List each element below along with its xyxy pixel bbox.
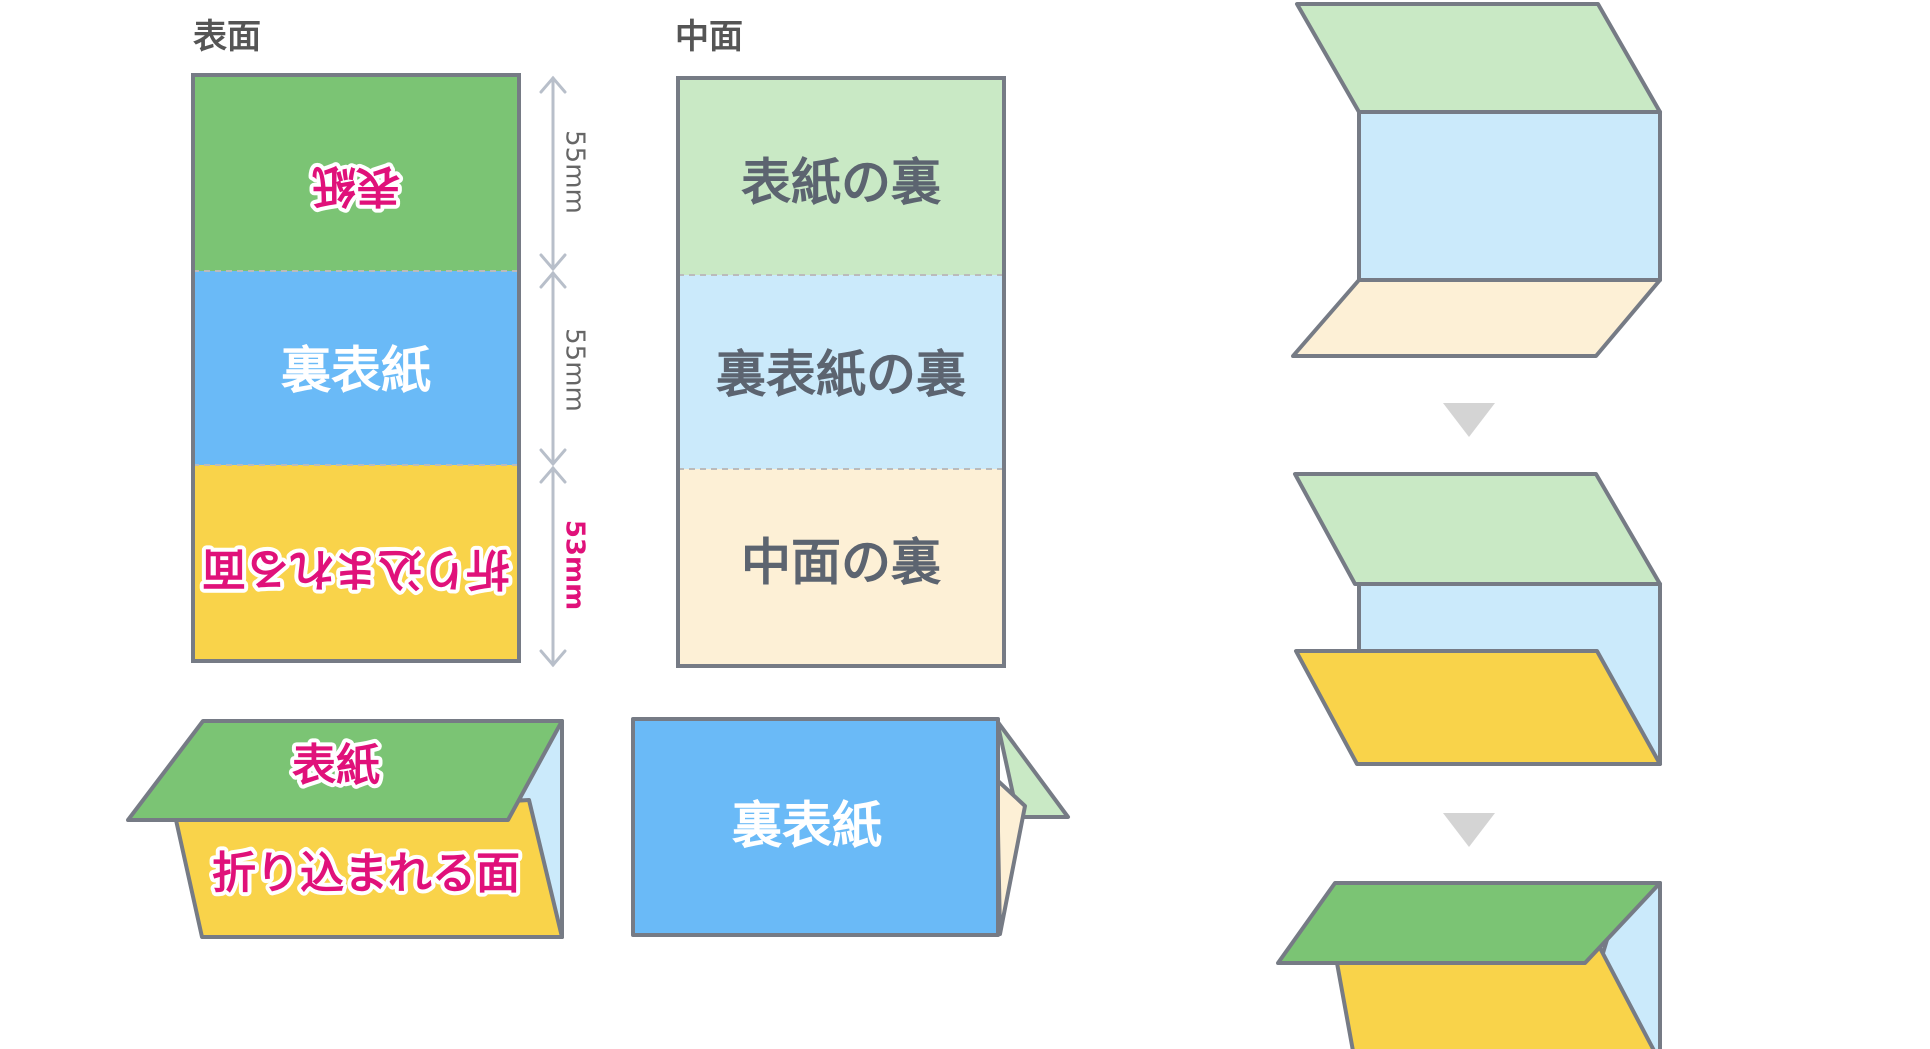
front-cover-panel bbox=[193, 75, 519, 271]
inner-back-cover-back-panel bbox=[678, 275, 1004, 469]
step1-top-flap bbox=[1295, 2, 1662, 114]
folded-cover-label: 表紙 bbox=[292, 740, 380, 791]
fold-step-1 bbox=[1291, 2, 1662, 358]
folded-back-cover-panel bbox=[631, 717, 1000, 937]
inner-side-heading: 中面 bbox=[675, 17, 743, 57]
folded-view-front bbox=[126, 719, 564, 939]
step2-top-flap bbox=[1293, 472, 1662, 586]
inner-cover-back-panel bbox=[678, 78, 1004, 275]
inner-cover-back-label: 表紙の裏 bbox=[741, 154, 942, 212]
folded-back-cover-label: 裏表紙 bbox=[732, 797, 882, 855]
folded-in-label: 折り込まれる面 bbox=[212, 848, 520, 899]
folded-back-green-flap bbox=[995, 719, 1070, 819]
inner-face-back-panel bbox=[678, 469, 1004, 666]
front-side-heading: 表面 bbox=[193, 17, 261, 57]
inner-side-layout: 表紙の裏 裏表紙の裏 中面の裏 bbox=[676, 76, 1006, 668]
double-arrow-icon bbox=[539, 75, 567, 272]
dimension-middle-label: 55mm bbox=[560, 328, 590, 412]
down-arrow-icon bbox=[1443, 813, 1495, 847]
fold-step-3 bbox=[1276, 881, 1662, 1049]
folded-cover-panel bbox=[126, 719, 564, 822]
front-side-layout: 表紙 裏表紙 折り込まれる面 bbox=[191, 73, 521, 663]
step1-middle-panel bbox=[1357, 110, 1662, 282]
double-arrow-icon bbox=[539, 270, 567, 467]
step2-folded-panel bbox=[1294, 649, 1662, 766]
dimension-guides bbox=[539, 75, 567, 668]
dimension-bottom-label: 53mm bbox=[560, 520, 590, 610]
front-outline bbox=[191, 73, 521, 663]
down-arrow-icon bbox=[1443, 403, 1495, 437]
folded-back-cream-flap bbox=[995, 778, 1027, 936]
fold-step-2 bbox=[1293, 472, 1662, 766]
dimension-top-label: 55mm bbox=[560, 130, 590, 214]
step1-bottom-flap bbox=[1291, 278, 1662, 358]
inner-back-cover-back-label: 裏表紙の裏 bbox=[716, 346, 967, 404]
front-cover-label: 表紙 bbox=[312, 160, 400, 211]
front-back-cover-label: 裏表紙 bbox=[281, 342, 431, 400]
front-folded-panel bbox=[193, 465, 519, 661]
inner-face-back-label: 中面の裏 bbox=[741, 534, 942, 592]
front-folded-label: 折り込まれる面 bbox=[202, 543, 510, 594]
step3-cover-panel bbox=[1276, 881, 1662, 965]
front-back-cover-panel bbox=[193, 271, 519, 465]
double-arrow-icon bbox=[539, 465, 567, 668]
inner-outline bbox=[676, 76, 1006, 668]
folded-view-back bbox=[631, 717, 1070, 937]
